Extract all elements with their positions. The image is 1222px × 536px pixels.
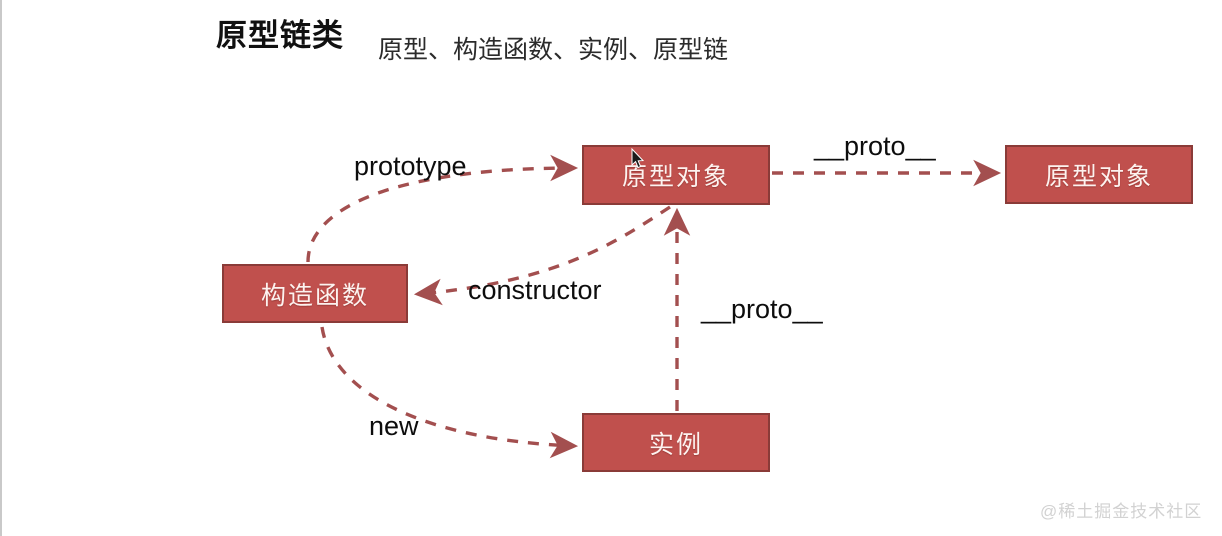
mouse-pointer-icon (631, 148, 645, 169)
node-instance[interactable]: 实例 (582, 413, 770, 472)
edge-new-path (320, 326, 579, 459)
page-subtitle: 原型、构造函数、实例、原型链 (378, 36, 729, 64)
node-prototype-object-a[interactable]: 原型对象 (582, 145, 770, 205)
node-label: 原型对象 (621, 163, 730, 191)
edge-label-prototype: prototype (354, 151, 467, 181)
node-label: 实例 (648, 430, 703, 459)
watermark: @稀土掘金技术社区 (1040, 502, 1203, 521)
edge-label-proto-middle: __proto__ (701, 294, 823, 324)
node-label: 原型对象 (1044, 162, 1153, 191)
node-constructor-function[interactable]: 构造函数 (222, 264, 408, 323)
edge-label-proto-top: __proto__ (814, 131, 936, 161)
edge-label-constructor: constructor (468, 275, 602, 305)
edge-prototype-path (306, 154, 579, 263)
node-label: 构造函数 (260, 281, 369, 310)
page-title: 原型链类 (216, 18, 344, 53)
node-prototype-object-b[interactable]: 原型对象 (1005, 145, 1193, 204)
edge-label-new: new (369, 411, 419, 441)
